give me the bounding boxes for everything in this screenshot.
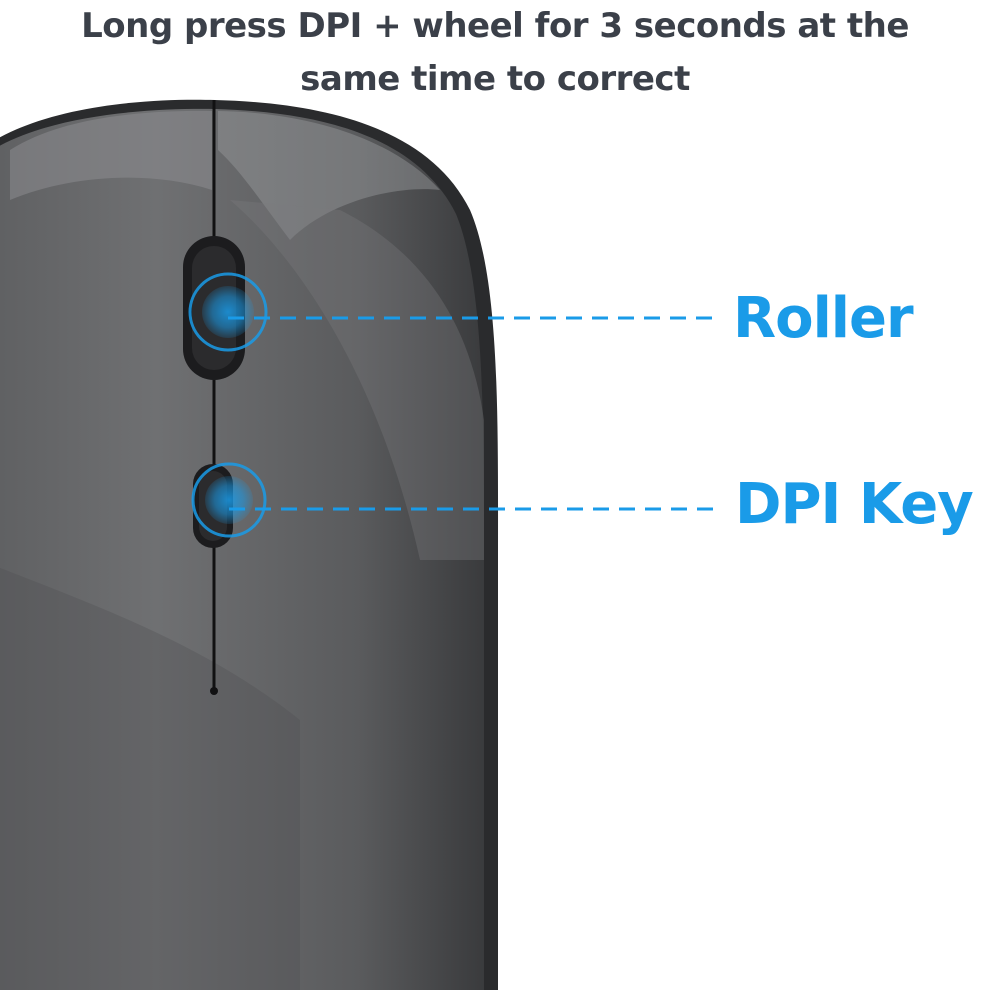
mouse-reflection xyxy=(230,200,484,560)
roller-label: Roller xyxy=(733,286,914,351)
mouse-lower-shade xyxy=(0,567,300,990)
mouse-gloss-left xyxy=(10,110,212,200)
sensor-dot xyxy=(210,687,218,695)
mouse-gloss-right xyxy=(218,111,440,240)
dpi-highlight-fill xyxy=(205,476,253,524)
dpi-highlight-ring xyxy=(191,462,267,538)
roller-highlight-ring xyxy=(188,272,268,352)
instruction-line-2: same time to correct xyxy=(300,59,690,99)
roller-highlight-fill xyxy=(202,286,254,338)
mouse-body xyxy=(0,108,484,990)
dpi-key-label: DPI Key xyxy=(735,472,974,537)
instruction-line-1: Long press DPI + wheel for 3 seconds at … xyxy=(81,6,909,46)
instruction-headline: Long press DPI + wheel for 3 seconds at … xyxy=(0,0,990,106)
